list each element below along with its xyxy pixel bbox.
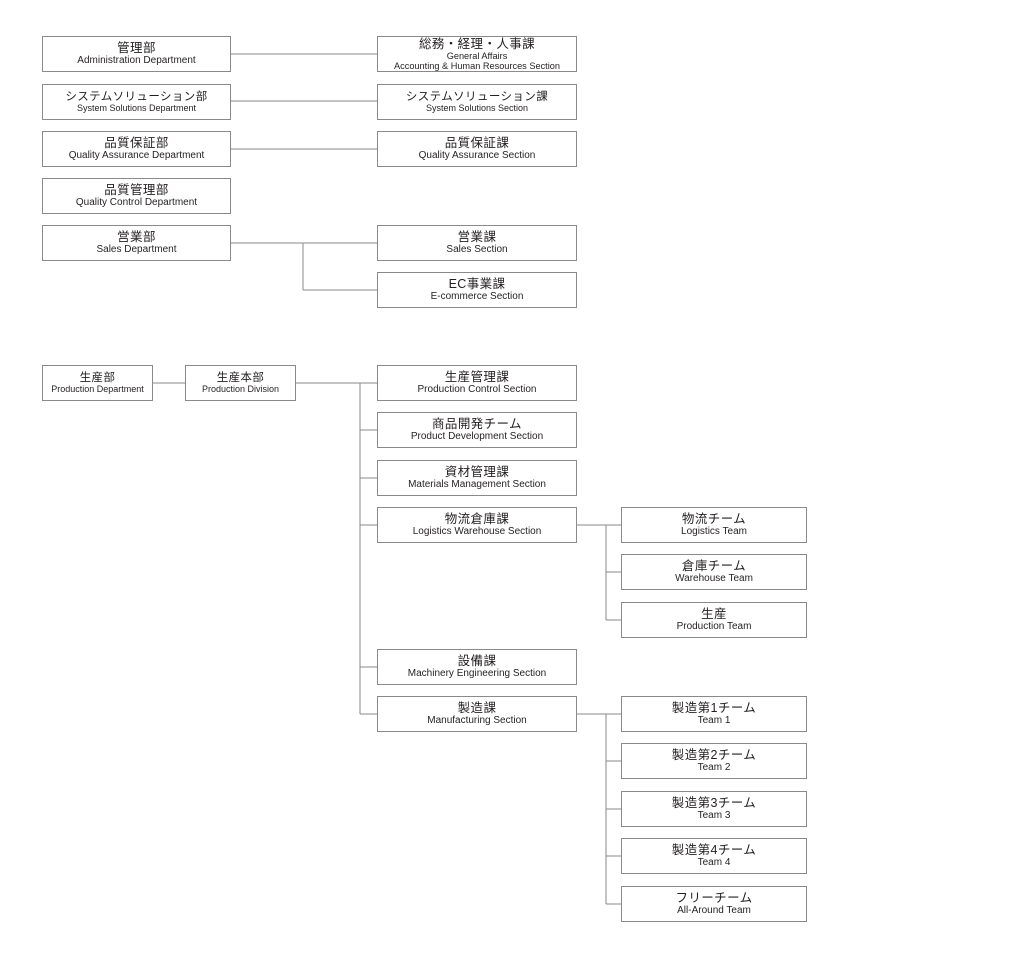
node-label-en: E-commerce Section bbox=[430, 291, 524, 303]
node-product-development-section[interactable]: 商品開発チーム Product Development Section bbox=[377, 412, 577, 448]
node-label-en: Sales Section bbox=[446, 244, 508, 256]
node-team-1[interactable]: 製造第1チーム Team 1 bbox=[621, 696, 807, 732]
node-label-jp: 生産 bbox=[701, 607, 727, 622]
node-label-en: Team 4 bbox=[697, 857, 731, 869]
node-sales-department[interactable]: 営業部 Sales Department bbox=[42, 225, 231, 261]
node-label-jp: 製造課 bbox=[457, 701, 497, 716]
node-production-division[interactable]: 生産本部 Production Division bbox=[185, 365, 296, 401]
node-warehouse-team[interactable]: 倉庫チーム Warehouse Team bbox=[621, 554, 807, 590]
node-label-jp: 商品開発チーム bbox=[432, 417, 522, 432]
node-label-en: Team 1 bbox=[697, 715, 731, 727]
node-label-en: Logistics Warehouse Section bbox=[412, 526, 542, 538]
node-label-jp: 営業部 bbox=[117, 230, 156, 245]
node-label-en: Team 2 bbox=[697, 762, 731, 774]
node-label-en: Manufacturing Section bbox=[427, 715, 527, 727]
node-label-jp: 品質保証課 bbox=[444, 136, 510, 151]
node-label-en: Production Department bbox=[51, 384, 144, 395]
node-label-en: Quality Assurance Department bbox=[68, 150, 205, 162]
node-machinery-engineering-section[interactable]: 設備課 Machinery Engineering Section bbox=[377, 649, 577, 685]
node-label-jp: 設備課 bbox=[457, 654, 497, 669]
node-logistics-warehouse-section[interactable]: 物流倉庫課 Logistics Warehouse Section bbox=[377, 507, 577, 543]
node-label-jp: 生産本部 bbox=[216, 371, 265, 384]
node-label-jp: 製造第4チーム bbox=[671, 843, 757, 858]
node-label-jp: 品質保証部 bbox=[104, 136, 169, 151]
node-label-en: Product Development Section bbox=[410, 431, 544, 443]
node-label-jp: 物流倉庫課 bbox=[444, 512, 510, 527]
node-label-jp: 倉庫チーム bbox=[681, 559, 747, 574]
node-label-en: Administration Department bbox=[77, 55, 196, 67]
node-label-en: Production Division bbox=[201, 384, 280, 395]
node-production-team[interactable]: 生産 Production Team bbox=[621, 602, 807, 638]
node-label-en: Team 3 bbox=[697, 810, 731, 822]
node-label-en: Warehouse Team bbox=[675, 573, 753, 585]
node-label-en: Production Team bbox=[676, 621, 752, 633]
node-label-jp: 管理部 bbox=[117, 41, 156, 56]
node-label-en: System Solutions Section bbox=[425, 103, 529, 114]
node-all-around-team[interactable]: フリーチーム All-Around Team bbox=[621, 886, 807, 922]
node-label-jp: 総務・経理・人事課 bbox=[418, 36, 536, 51]
node-ecommerce-section[interactable]: EC事業課 E-commerce Section bbox=[377, 272, 577, 308]
node-production-control-section[interactable]: 生産管理課 Production Control Section bbox=[377, 365, 577, 401]
node-production-department[interactable]: 生産部 Production Department bbox=[42, 365, 153, 401]
node-label-jp: 資材管理課 bbox=[444, 465, 510, 480]
node-logistics-team[interactable]: 物流チーム Logistics Team bbox=[621, 507, 807, 543]
node-manufacturing-section[interactable]: 製造課 Manufacturing Section bbox=[377, 696, 577, 732]
node-label-jp: フリーチーム bbox=[675, 891, 753, 906]
node-label-jp: システムソリューション部 bbox=[65, 90, 208, 103]
node-label-en: Sales Department bbox=[96, 244, 177, 256]
node-label-en: Materials Management Section bbox=[408, 479, 546, 491]
node-quality-assurance-department[interactable]: 品質保証部 Quality Assurance Department bbox=[42, 131, 231, 167]
node-label-en: Quality Assurance Section bbox=[418, 150, 536, 162]
node-label-jp: システムソリューション課 bbox=[405, 90, 549, 103]
node-team-2[interactable]: 製造第2チーム Team 2 bbox=[621, 743, 807, 779]
node-team-3[interactable]: 製造第3チーム Team 3 bbox=[621, 791, 807, 827]
node-label-jp: 製造第3チーム bbox=[671, 796, 757, 811]
node-quality-assurance-section[interactable]: 品質保証課 Quality Assurance Section bbox=[377, 131, 577, 167]
node-sales-section[interactable]: 営業課 Sales Section bbox=[377, 225, 577, 261]
node-general-affairs-section[interactable]: 総務・経理・人事課 General Affairs Accounting & H… bbox=[377, 36, 577, 72]
node-label-en2: Accounting & Human Resources Section bbox=[394, 61, 560, 71]
node-label-en: Quality Control Department bbox=[75, 197, 198, 209]
node-label-jp: 生産部 bbox=[79, 371, 116, 384]
node-label-jp: 生産管理課 bbox=[444, 370, 510, 385]
node-administration-department[interactable]: 管理部 Administration Department bbox=[42, 36, 231, 72]
node-system-solutions-section[interactable]: システムソリューション課 System Solutions Section bbox=[377, 84, 577, 120]
node-label-jp: 営業課 bbox=[457, 230, 497, 245]
node-label-jp: 物流チーム bbox=[681, 512, 747, 527]
node-label-en: General Affairs bbox=[446, 50, 508, 61]
node-system-solutions-department[interactable]: システムソリューション部 System Solutions Department bbox=[42, 84, 231, 120]
node-quality-control-department[interactable]: 品質管理部 Quality Control Department bbox=[42, 178, 231, 214]
node-label-en: Machinery Engineering Section bbox=[407, 668, 547, 680]
node-label-en: Production Control Section bbox=[417, 384, 537, 396]
node-label-en: All-Around Team bbox=[677, 905, 751, 917]
node-label-jp: 製造第1チーム bbox=[671, 701, 757, 716]
node-label-en: System Solutions Department bbox=[76, 103, 197, 114]
node-label-jp: 品質管理部 bbox=[104, 183, 169, 198]
node-label-en: Logistics Team bbox=[681, 526, 747, 538]
node-label-jp: EC事業課 bbox=[448, 277, 506, 292]
node-label-jp: 製造第2チーム bbox=[671, 748, 757, 763]
node-materials-management-section[interactable]: 資材管理課 Materials Management Section bbox=[377, 460, 577, 496]
node-team-4[interactable]: 製造第4チーム Team 4 bbox=[621, 838, 807, 874]
